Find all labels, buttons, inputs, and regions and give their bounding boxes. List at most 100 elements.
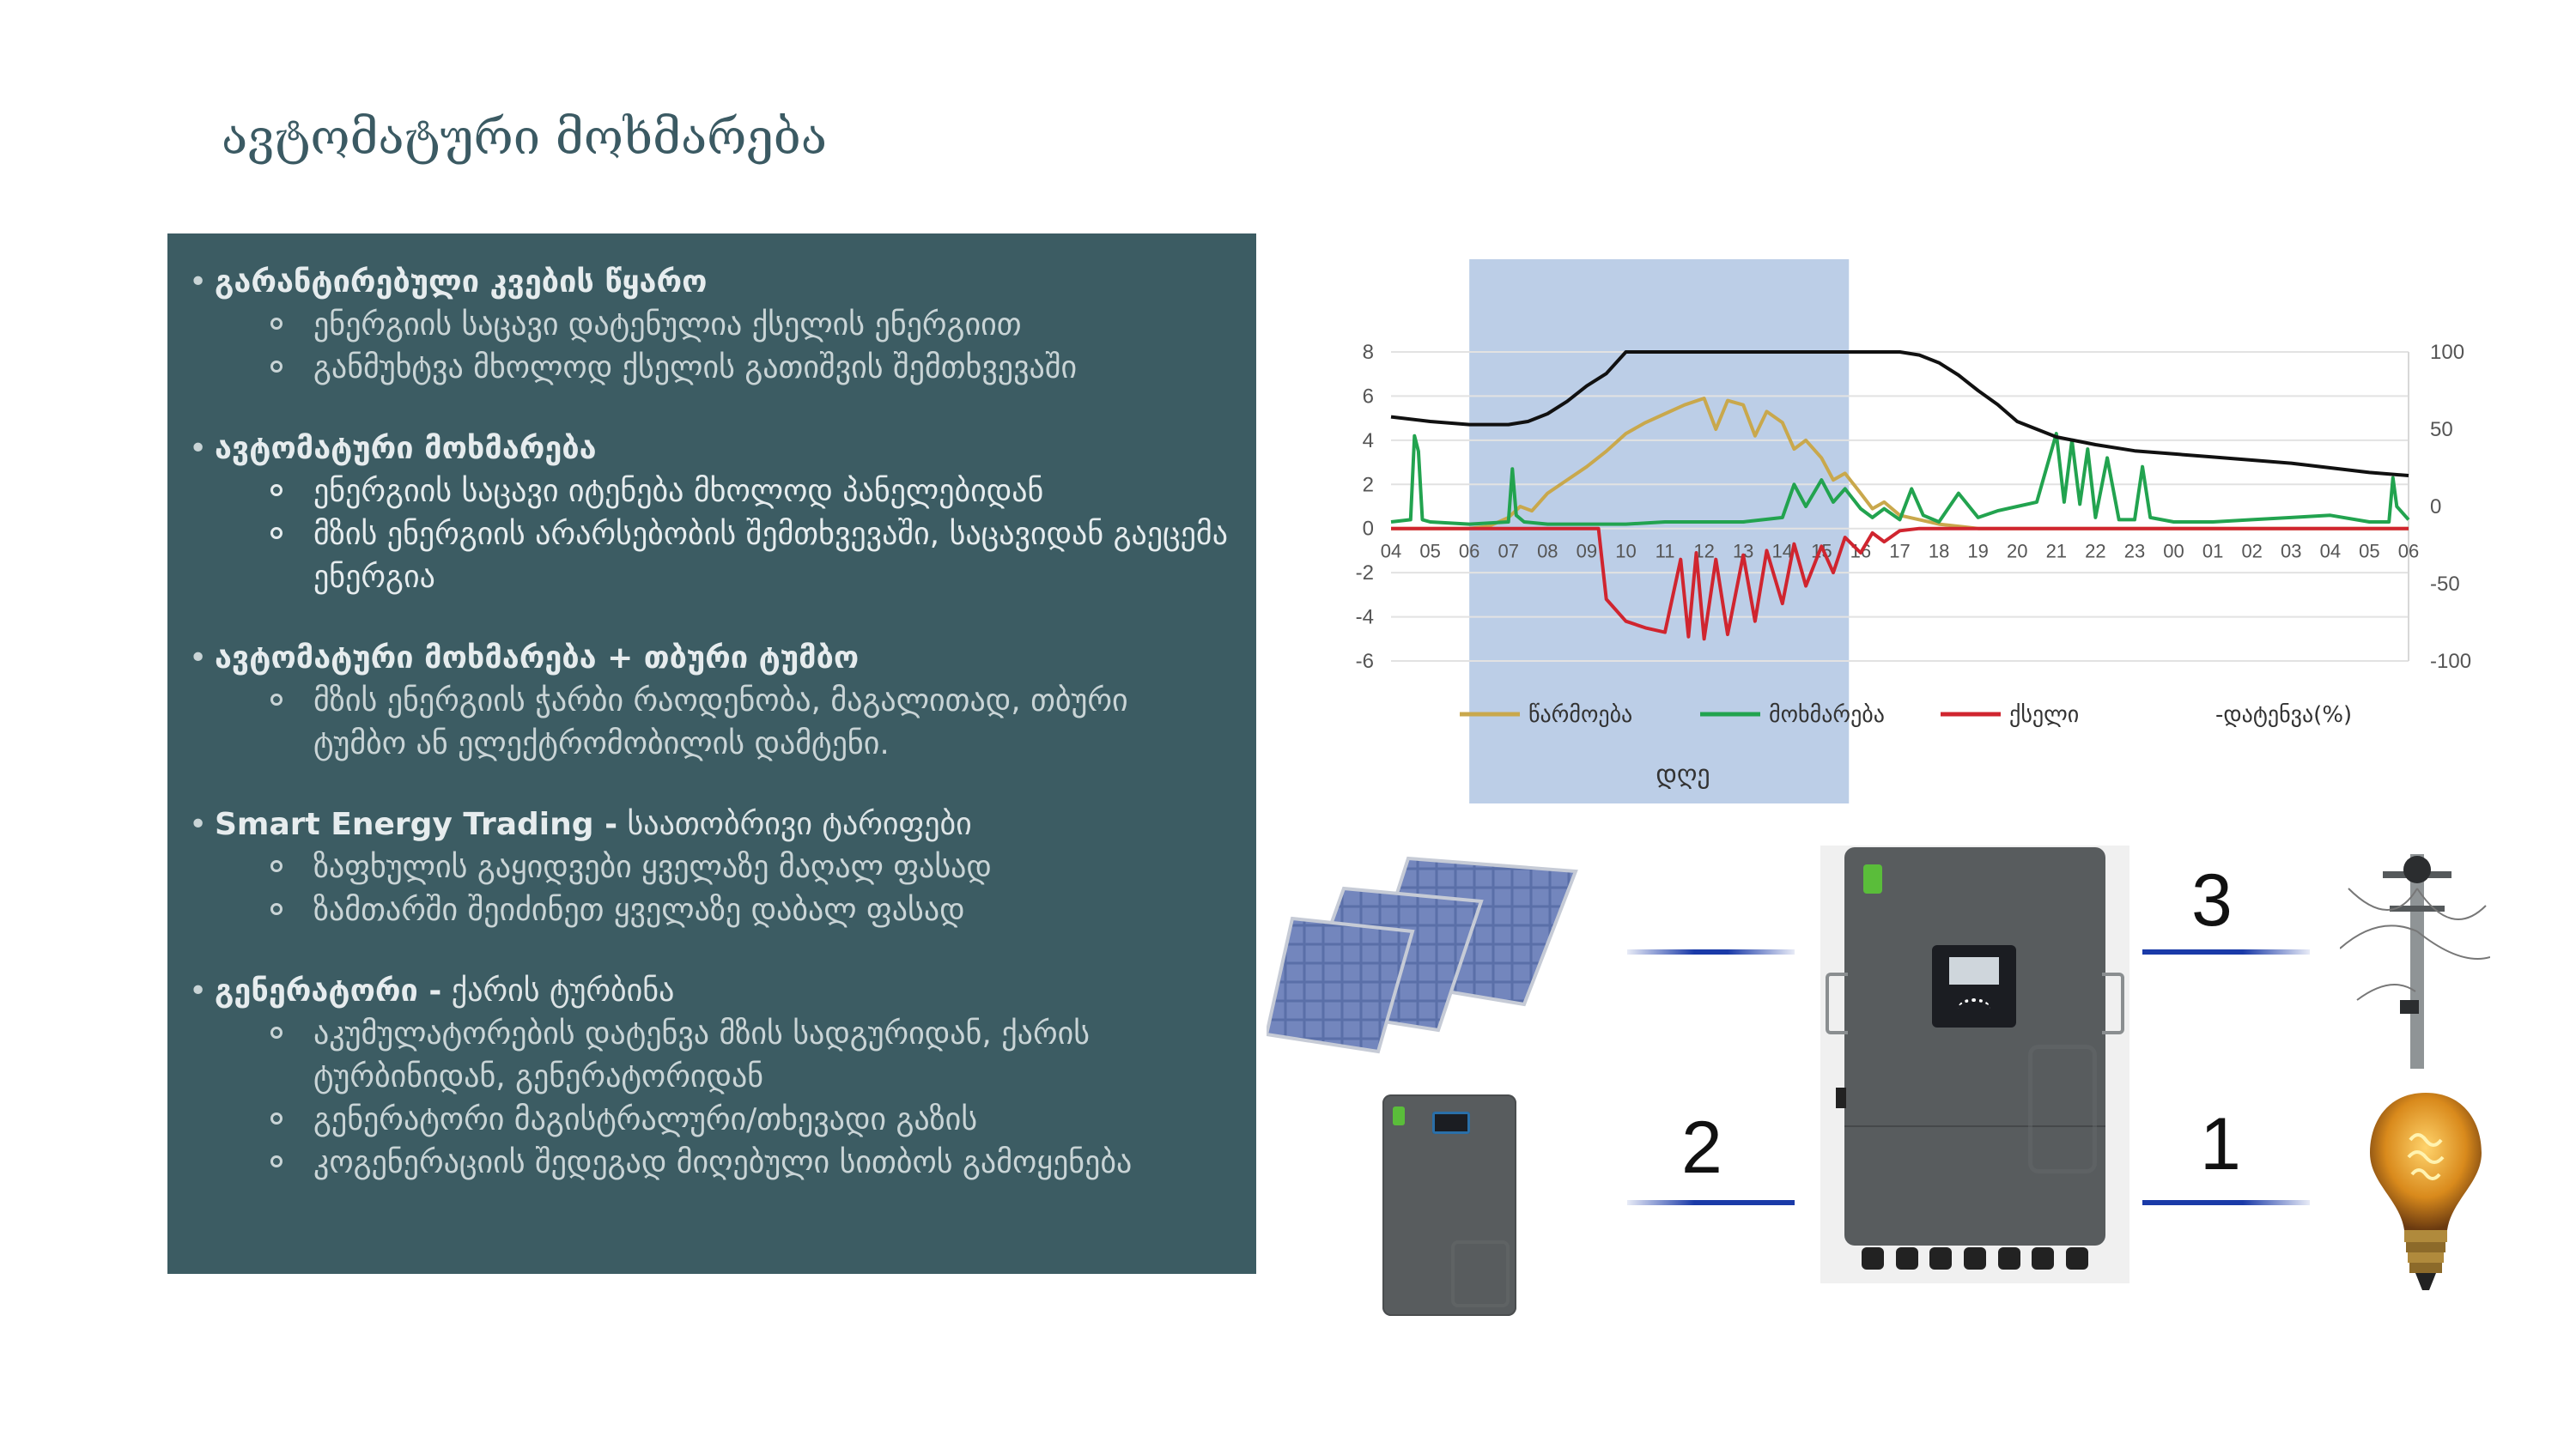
battery-display-icon (1432, 1112, 1470, 1134)
heading-text: ავტომატური მოხმარება + თბური ტუმბო (215, 640, 860, 676)
y-left-tick-label: 2 (1363, 473, 1374, 496)
x-tick-label: 18 (1929, 541, 1949, 562)
x-tick-label: 03 (2281, 541, 2301, 562)
x-tick-label: 02 (2241, 541, 2262, 562)
legend-label: -დატენვა(%) (2215, 702, 2352, 728)
x-tick-label: 23 (2124, 541, 2145, 562)
solar-panels-icon (1267, 856, 1578, 1054)
list-item: განმუხტვა მხოლოდ ქსელის გათიშვის შემთხვე… (189, 347, 1230, 390)
section-heading: • გენერატორი - ქარის ტურბინა (189, 970, 1230, 1013)
list-item: მზის ენერგიის არარსებობის შემთხვევაში, ს… (189, 513, 1230, 599)
y-left-tick-label: -6 (1356, 650, 1374, 673)
bullet-icon: • (189, 973, 208, 1009)
x-tick-label: 06 (1459, 541, 1479, 562)
heading-strong: Smart Energy Trading - (215, 807, 618, 842)
x-tick-label: 09 (1577, 541, 1597, 562)
battery-emblem-icon (1451, 1240, 1510, 1307)
section-guaranteed-supply: • გარანტირებული კვების წყარო ენერგიის სა… (189, 261, 1230, 390)
section-generator: • გენერატორი - ქარის ტურბინა აკუმულატორე… (189, 970, 1230, 1185)
label-grid-number: 3 (2191, 859, 2233, 942)
wire-battery-inverter (1627, 1200, 1795, 1205)
inverter-icon (1820, 846, 2129, 1283)
circle-bullet-icon (270, 1155, 283, 1167)
circle-bullet-icon (270, 903, 283, 915)
heading-rest: საათობრივი ტარიფები (617, 807, 972, 842)
circle-bullet-icon (270, 1113, 283, 1125)
y-left-tick-label: 6 (1363, 385, 1374, 408)
section-heading: • გარანტირებული კვების წყარო (189, 261, 1230, 304)
x-tick-label: 07 (1498, 541, 1518, 562)
y-left-tick-label: -4 (1356, 606, 1374, 629)
heading-strong: გენერატორი - (215, 973, 442, 1009)
highlight-region (1469, 259, 1850, 803)
legend: წარმოება მოხმარება ქსელი -დატენვა(%) (1460, 702, 2352, 728)
inverter-body (1836, 847, 2105, 1246)
x-tick-label: 04 (1381, 541, 1401, 562)
buttons-icon (1958, 998, 1990, 1019)
x-tick-label: 04 (2320, 541, 2341, 562)
switch-icon (1836, 1088, 1846, 1108)
section-heat-pump: • ავტომატური მოხმარება + თბური ტუმბო მზი… (189, 637, 1230, 766)
series-line (1391, 526, 2409, 641)
x-tick-label: 10 (1615, 541, 1636, 562)
section-heading: • Smart Energy Trading - საათობრივი ტარი… (189, 803, 1230, 846)
circle-bullet-icon (270, 484, 283, 496)
inverter-emblem-icon (2028, 1045, 2097, 1173)
legend-label: ქსელი (2009, 702, 2079, 728)
legend-label: მოხმარება (1769, 702, 1885, 728)
list-item: აკუმულატორების დატენვა მზის სადგურიდან, … (189, 1013, 1230, 1099)
x-tick-label: 21 (2046, 541, 2067, 562)
series-line (1390, 350, 2409, 477)
legend-label: წარმოება (1528, 702, 1632, 728)
y-right-tick-label: 50 (2430, 418, 2453, 441)
section-heading: • ავტომატური მოხმარება + თბური ტუმბო (189, 637, 1230, 680)
y-left-tick-label: 0 (1363, 518, 1374, 541)
power-pole-icon (2340, 854, 2490, 1069)
y-right-tick-label: -100 (2430, 650, 2471, 673)
list-item: მზის ენერგიის ჭარბი რაოდენობა, მაგალითად… (189, 680, 1230, 766)
circle-bullet-icon (270, 694, 283, 706)
circle-bullet-icon (270, 318, 283, 330)
x-tick-label: 00 (2163, 541, 2184, 562)
x-tick-label: 05 (2359, 541, 2379, 562)
brand-logo-icon (1863, 864, 1882, 894)
x-tick-label: 17 (1889, 541, 1910, 562)
section-heading: • ავტომატური მოხმარება (189, 427, 1230, 470)
x-tick-label: 20 (2007, 541, 2027, 562)
terminals-icon (1862, 1247, 2088, 1270)
x-tick-label: 11 (1656, 541, 1675, 562)
x-tick-label: 19 (1967, 541, 1988, 562)
x-tick-label: 14 (1772, 541, 1793, 562)
heading-text: გარანტირებული კვების წყარო (215, 264, 708, 300)
bullet-icon: • (189, 264, 208, 300)
wire-inverter-grid (2142, 949, 2310, 955)
section-smart-trading: • Smart Energy Trading - საათობრივი ტარი… (189, 803, 1230, 932)
series-line (1390, 432, 2410, 526)
x-tick-label: 22 (2085, 541, 2105, 562)
divider (1844, 1125, 2105, 1127)
light-bulb-icon (2370, 1093, 2482, 1290)
x-axis-label: დღე (1656, 760, 1710, 790)
heading-rest: ქარის ტურბინა (441, 973, 675, 1009)
circle-bullet-icon (270, 1027, 283, 1039)
bullet-icon: • (189, 640, 208, 676)
label-load-number: 1 (2200, 1103, 2241, 1185)
series-line (1391, 397, 2409, 530)
circle-bullet-icon (270, 361, 283, 373)
battery-icon (1382, 1094, 1516, 1316)
list-item: ზაფხულის გაყიდვები ყველაზე მაღალ ფასად (189, 846, 1230, 889)
slide-title: ავტომატური მოხმარება (222, 110, 828, 166)
list-item: ენერგიის საცავი დატენულია ქსელის ენერგიი… (189, 304, 1230, 347)
y-right-tick-label: 0 (2430, 495, 2441, 518)
x-tick-label: 08 (1537, 541, 1558, 562)
y-right-ticks: 100 50 0 -50 -100 (2430, 341, 2471, 673)
heading-text: გენერატორი - ქარის ტურბინა (215, 970, 674, 1013)
y-left-tick-label: 4 (1363, 429, 1374, 452)
label-battery-number: 2 (1681, 1106, 1722, 1189)
section-auto-consumption: • ავტომატური მოხმარება ენერგიის საცავი ი… (189, 427, 1230, 599)
y-right-tick-label: -50 (2430, 573, 2460, 596)
brand-logo-icon (1393, 1106, 1405, 1125)
y-right-tick-label: 100 (2430, 341, 2464, 364)
text-panel: • გარანტირებული კვების წყარო ენერგიის სა… (167, 233, 1256, 1274)
y-left-tick-label: 8 (1363, 341, 1374, 364)
